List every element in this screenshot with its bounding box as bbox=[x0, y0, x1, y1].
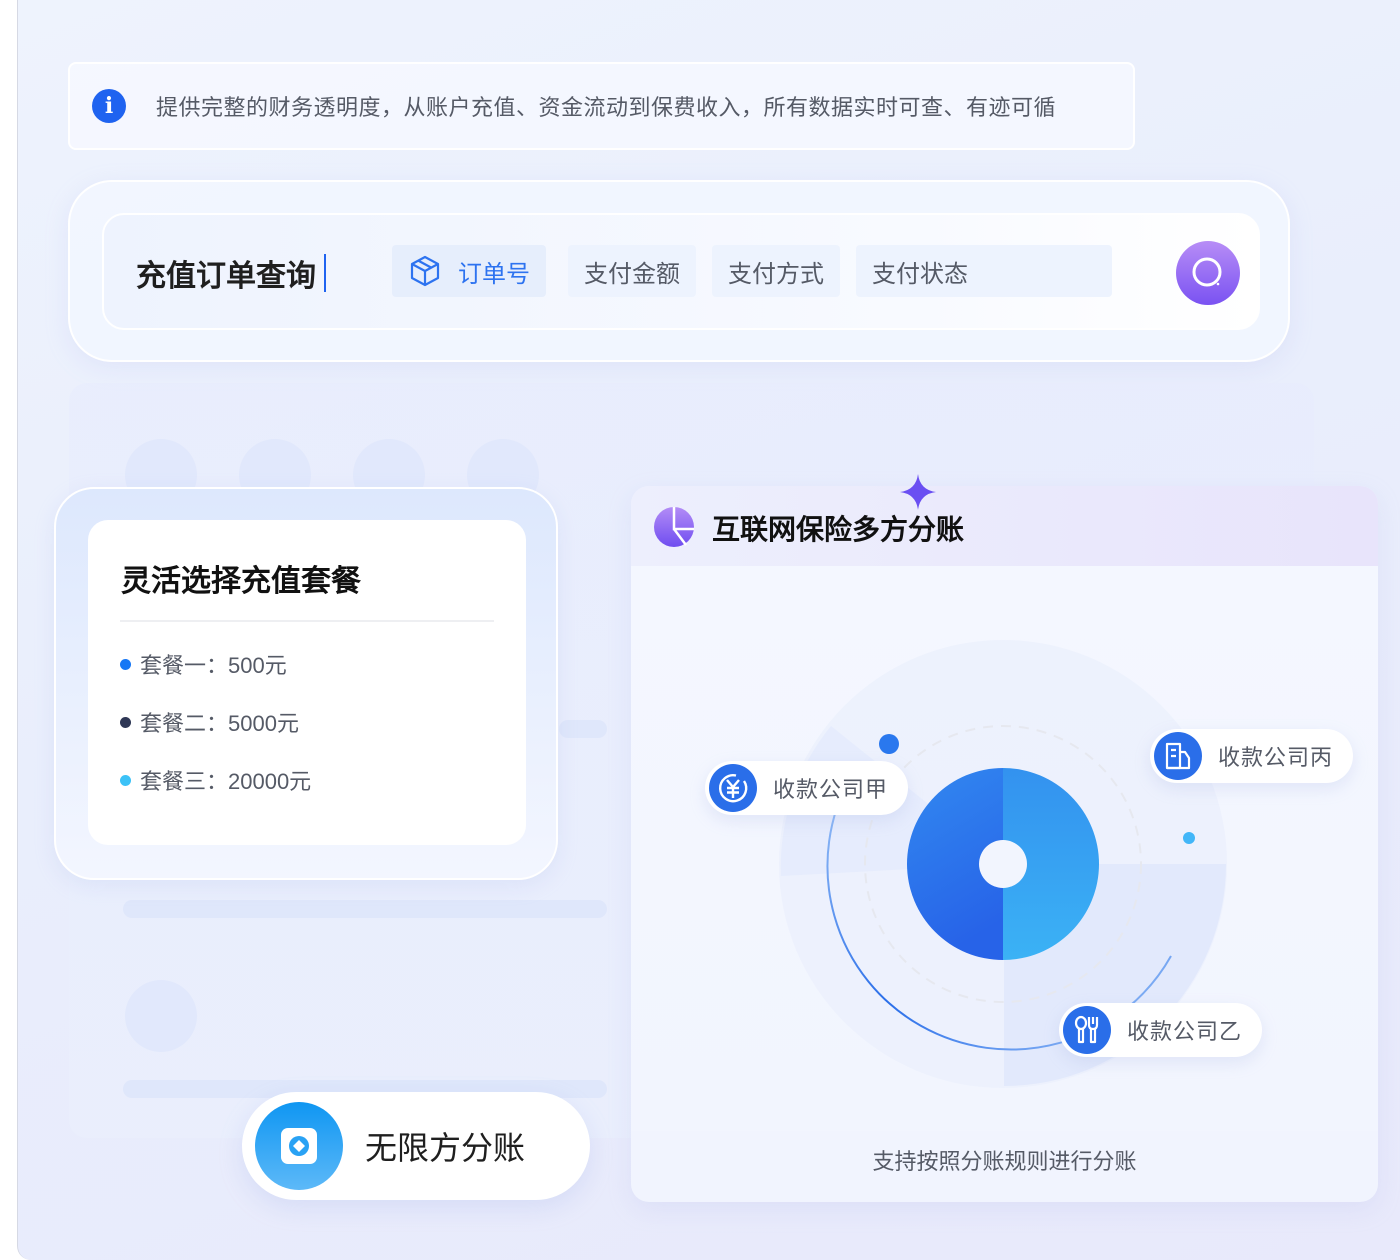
cutlery-icon bbox=[1063, 1006, 1111, 1054]
placeholder-bar bbox=[123, 900, 607, 918]
package-item[interactable]: 套餐二：5000元 bbox=[120, 706, 299, 738]
divider bbox=[120, 620, 494, 622]
bullet-dot bbox=[120, 658, 131, 670]
info-icon: i bbox=[92, 89, 126, 123]
sparkle-icon bbox=[900, 474, 936, 510]
payee-company-b[interactable]: 收款公司乙 bbox=[1059, 1003, 1263, 1057]
split-footer-text: 支持按照分账规则进行分账 bbox=[872, 1149, 1137, 1174]
bullet-dot bbox=[120, 774, 131, 786]
search-icon bbox=[1192, 257, 1222, 287]
package-item[interactable]: 套餐一：500元 bbox=[120, 648, 287, 680]
text-caret bbox=[324, 254, 326, 292]
split-diagram-area: 收款公司甲 收款公司丙 bbox=[631, 566, 1378, 1131]
recharge-package-panel: 灵活选择充值套餐 套餐一：500元 套餐二：5000元 套餐三：20000元 bbox=[88, 520, 526, 845]
order-search-panel: 充值订单查询 订单号 支付金额 支付方式 支付状态 bbox=[68, 180, 1290, 362]
filter-pay-amount[interactable]: 支付金额 bbox=[568, 245, 696, 297]
split-title: 互联网保险多方分账 bbox=[712, 514, 965, 545]
search-title: 充值订单查询 bbox=[136, 251, 326, 295]
bullet-dot bbox=[120, 716, 131, 728]
filter-pay-amount-label: 支付金额 bbox=[584, 260, 680, 288]
payee-company-c[interactable]: 收款公司丙 bbox=[1150, 729, 1354, 783]
filter-pay-status[interactable]: 支付状态 bbox=[856, 245, 1112, 297]
placeholder-bar bbox=[559, 720, 607, 738]
recharge-package-card: 灵活选择充值套餐 套餐一：500元 套餐二：5000元 套餐三：20000元 bbox=[54, 487, 558, 880]
filter-order-number-label: 订单号 bbox=[458, 260, 530, 288]
banner-text: 提供完整的财务透明度，从账户充值、资金流动到保费收入，所有数据实时可查、有迹可循 bbox=[156, 95, 1057, 120]
building-icon bbox=[1154, 732, 1202, 780]
split-card-header: 互联网保险多方分账 bbox=[631, 486, 1378, 566]
page-canvas: i 提供完整的财务透明度，从账户充值、资金流动到保费收入，所有数据实时可查、有迹… bbox=[17, 0, 1400, 1260]
payee-company-a[interactable]: 收款公司甲 bbox=[705, 761, 909, 815]
filter-pay-status-label: 支付状态 bbox=[872, 260, 968, 288]
split-diagram bbox=[779, 640, 1227, 1088]
placeholder-circle bbox=[125, 980, 197, 1052]
unlimited-split-badge: 无限方分账 bbox=[242, 1092, 590, 1200]
order-search-bar: 充值订单查询 订单号 支付金额 支付方式 支付状态 bbox=[102, 213, 1260, 330]
filter-pay-method-label: 支付方式 bbox=[728, 260, 824, 288]
insurance-split-card: 互联网保险多方分账 bbox=[631, 486, 1378, 1202]
yuan-icon bbox=[709, 764, 757, 812]
unlimited-split-label: 无限方分账 bbox=[365, 1130, 526, 1166]
search-button[interactable] bbox=[1176, 241, 1240, 305]
coin-wallet-icon bbox=[255, 1102, 343, 1190]
package-title: 灵活选择充值套餐 bbox=[121, 565, 361, 598]
info-banner: i 提供完整的财务透明度，从账户充值、资金流动到保费收入，所有数据实时可查、有迹… bbox=[68, 62, 1135, 150]
payee-company-b-label: 收款公司乙 bbox=[1127, 1019, 1243, 1044]
payee-company-a-label: 收款公司甲 bbox=[773, 777, 889, 802]
box-icon bbox=[410, 255, 440, 287]
search-title-text: 充值订单查询 bbox=[136, 260, 316, 293]
package-item[interactable]: 套餐三：20000元 bbox=[120, 764, 311, 796]
payee-company-c-label: 收款公司丙 bbox=[1218, 745, 1334, 770]
package-item-label: 套餐二：5000元 bbox=[140, 711, 299, 736]
pie-chart-icon bbox=[654, 507, 694, 547]
filter-pay-method[interactable]: 支付方式 bbox=[712, 245, 840, 297]
package-item-label: 套餐一：500元 bbox=[140, 653, 287, 678]
filter-order-number[interactable]: 订单号 bbox=[392, 245, 546, 297]
package-item-label: 套餐三：20000元 bbox=[140, 769, 312, 794]
